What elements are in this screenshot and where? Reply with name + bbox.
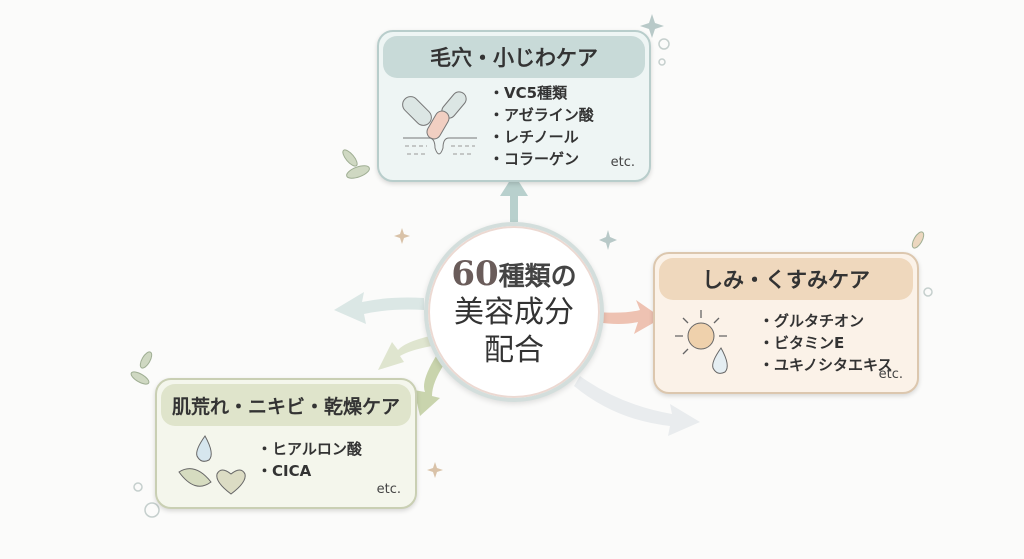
etc-label: etc. bbox=[610, 155, 635, 170]
arrow-left-down bbox=[414, 350, 450, 416]
drop-leaf-heart-icon bbox=[178, 435, 246, 495]
center-line1: 種類の bbox=[498, 262, 577, 292]
etc-label: etc. bbox=[878, 367, 903, 382]
capsule-pore-icon bbox=[402, 91, 477, 155]
sun-drop-icon bbox=[675, 310, 728, 374]
ingredient-item: アゼライン酸 bbox=[489, 104, 594, 126]
arrow-right-down-faint bbox=[574, 376, 700, 436]
bubble-icons bbox=[133, 38, 933, 518]
arrow-right bbox=[596, 300, 662, 334]
ingredient-item: VC5種類 bbox=[489, 82, 594, 104]
ingredient-item: ビタミンE bbox=[759, 332, 893, 354]
spot-dullness-care-card: しみ・くすみケア グルタチオン ビタミンE ユキノシタエキス etc. bbox=[653, 252, 919, 394]
arrow-up bbox=[500, 174, 528, 222]
arrow-left-down-faint bbox=[378, 336, 432, 370]
center-line3: 配合 bbox=[484, 333, 544, 368]
card-title: 毛穴・小じわケア bbox=[383, 36, 645, 78]
ingredient-item: ヒアルロン酸 bbox=[257, 438, 362, 460]
ingredient-item: CICA bbox=[257, 460, 362, 482]
ingredient-item: レチノール bbox=[489, 126, 594, 148]
center-line2: 美容成分 bbox=[454, 295, 574, 330]
center-badge: 60種類の 美容成分 配合 bbox=[424, 222, 604, 402]
rough-acne-dry-care-card: 肌荒れ・ニキビ・乾燥ケア ヒアルロン酸 CICA etc. bbox=[155, 378, 417, 509]
ingredient-item: ユキノシタエキス bbox=[759, 354, 893, 376]
arrow-left-faint bbox=[334, 292, 424, 324]
etc-label: etc. bbox=[376, 482, 401, 497]
card-title: 肌荒れ・ニキビ・乾燥ケア bbox=[161, 384, 411, 426]
leaf-icons bbox=[130, 149, 925, 385]
pore-wrinkle-care-card: 毛穴・小じわケア VC5種類 アゼライン酸 レチノール コラーゲン etc. bbox=[377, 30, 651, 182]
ingredient-item: グルタチオン bbox=[759, 310, 893, 332]
sparkle-icons bbox=[394, 14, 664, 478]
card-title: しみ・くすみケア bbox=[659, 258, 913, 300]
ingredient-count: 60 bbox=[451, 254, 499, 294]
ingredient-item: コラーゲン bbox=[489, 148, 594, 170]
